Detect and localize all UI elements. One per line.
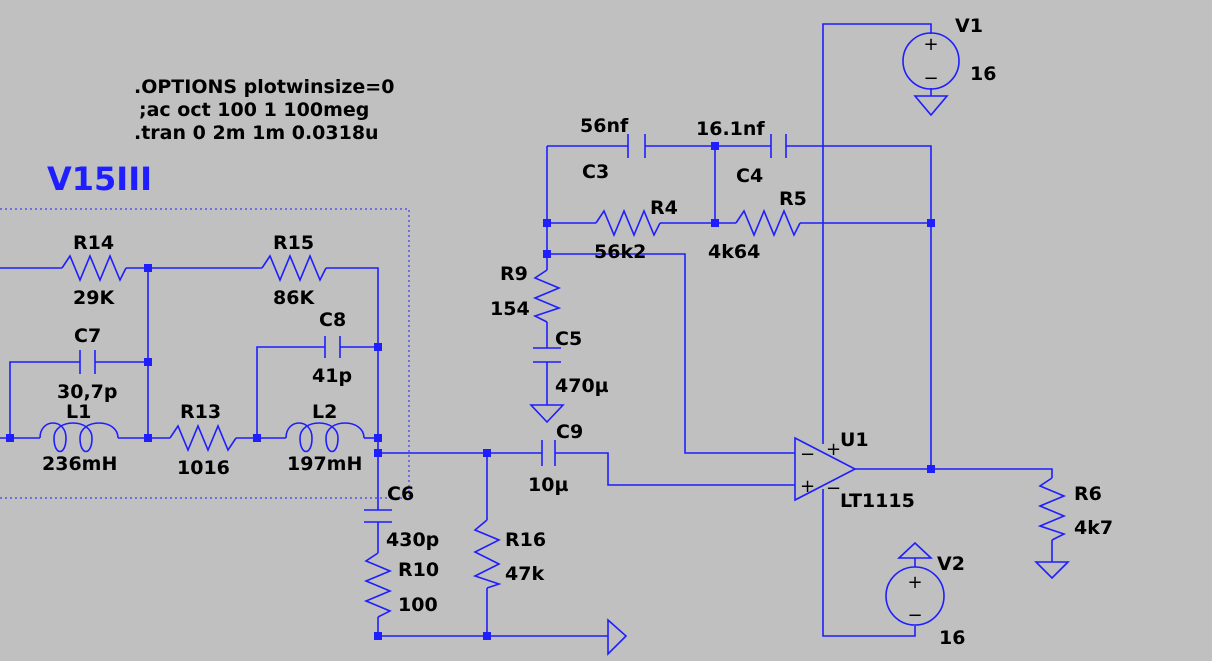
r4-value: 56k2 (594, 241, 646, 263)
c9-name: C9 (556, 421, 583, 443)
r16-value: 47k (505, 563, 544, 585)
r6-name: R6 (1074, 483, 1102, 505)
r14-name: R14 (73, 232, 114, 254)
c7-name: C7 (74, 325, 101, 347)
directive-options: .OPTIONS plotwinsize=0 (134, 76, 394, 98)
r13-value: 1016 (177, 457, 230, 479)
c5-value: 470µ (555, 375, 609, 397)
c3-symbol (627, 134, 646, 158)
r13-name: R13 (180, 401, 221, 423)
l2-symbol (285, 422, 365, 453)
wires (0, 23, 1053, 637)
l1-name: L1 (66, 401, 91, 423)
r15-value: 86K (273, 287, 315, 309)
r6-ground-icon (1034, 561, 1070, 580)
r10-symbol (363, 552, 393, 618)
c7-symbol (79, 350, 96, 374)
svg-text:+: + (907, 572, 922, 593)
r9-name: R9 (500, 263, 528, 285)
r5-value: 4k64 (708, 241, 760, 263)
r6-value: 4k7 (1074, 517, 1113, 539)
r9-symbol (532, 269, 562, 323)
r16-name: R16 (505, 529, 546, 551)
c8-value: 41p (312, 365, 352, 387)
l2-value: 197mH (287, 453, 362, 475)
v2-supply-arrow-icon (896, 541, 934, 559)
subcircuit-title: V15III (47, 160, 152, 198)
r15-symbol (261, 253, 327, 283)
svg-text:+: + (826, 439, 841, 460)
c9-symbol (541, 440, 556, 466)
r9-value: 154 (490, 298, 530, 320)
v1-ground-icon (913, 95, 949, 117)
v2-name: V2 (937, 553, 965, 575)
l1-value: 236mH (42, 453, 117, 475)
c6-name: C6 (387, 483, 414, 505)
v1-value: 16 (970, 63, 996, 85)
r4-name: R4 (650, 197, 678, 219)
l2-name: L2 (312, 401, 337, 423)
ground-rail-arrow-icon (607, 618, 628, 656)
v1-name: V1 (955, 15, 983, 37)
l1-symbol (39, 422, 119, 453)
c4-value: 16.1nf (696, 118, 765, 140)
r14-symbol (61, 253, 127, 283)
r14-value: 29K (73, 287, 115, 309)
v1-source-symbol: + − (902, 32, 960, 90)
r16-symbol (472, 519, 502, 589)
svg-text:+: + (923, 34, 938, 55)
svg-text:−: − (826, 478, 841, 499)
c5-name: C5 (555, 328, 582, 350)
svg-text:−: − (907, 605, 922, 626)
v2-source-symbol: + − (885, 566, 945, 626)
r5-symbol (735, 208, 801, 238)
svg-text:−: − (923, 68, 938, 89)
r4-symbol (595, 208, 661, 238)
c6-symbol (364, 509, 392, 523)
directive-tran: .tran 0 2m 1m 0.0318u (134, 122, 379, 144)
directive-ac: ;ac oct 100 1 100meg (139, 99, 369, 121)
svg-text:−: − (800, 444, 815, 465)
r13-symbol (169, 423, 237, 453)
v2-value: 16 (939, 627, 965, 649)
svg-text:+: + (800, 476, 815, 497)
u1-value: LT1115 (840, 490, 915, 512)
c4-symbol (770, 134, 787, 158)
c3-value: 56nf (580, 115, 629, 137)
c8-symbol (324, 336, 341, 358)
c8-name: C8 (319, 309, 346, 331)
c7-value: 30,7p (57, 381, 117, 403)
u1-name: U1 (840, 429, 869, 451)
c6-value: 430p (386, 529, 439, 551)
r5-name: R5 (779, 188, 807, 210)
r15-name: R15 (273, 232, 314, 254)
c3-name: C3 (582, 161, 609, 183)
c4-name: C4 (736, 165, 763, 187)
r10-value: 100 (398, 594, 438, 616)
junctions (6, 142, 935, 640)
c5-symbol (533, 347, 561, 363)
c9-value: 10µ (528, 474, 568, 496)
r10-name: R10 (398, 559, 439, 581)
u1-opamp-symbol: − + + − (794, 436, 857, 502)
r6-symbol (1037, 477, 1067, 541)
c5-ground-icon (529, 404, 565, 424)
